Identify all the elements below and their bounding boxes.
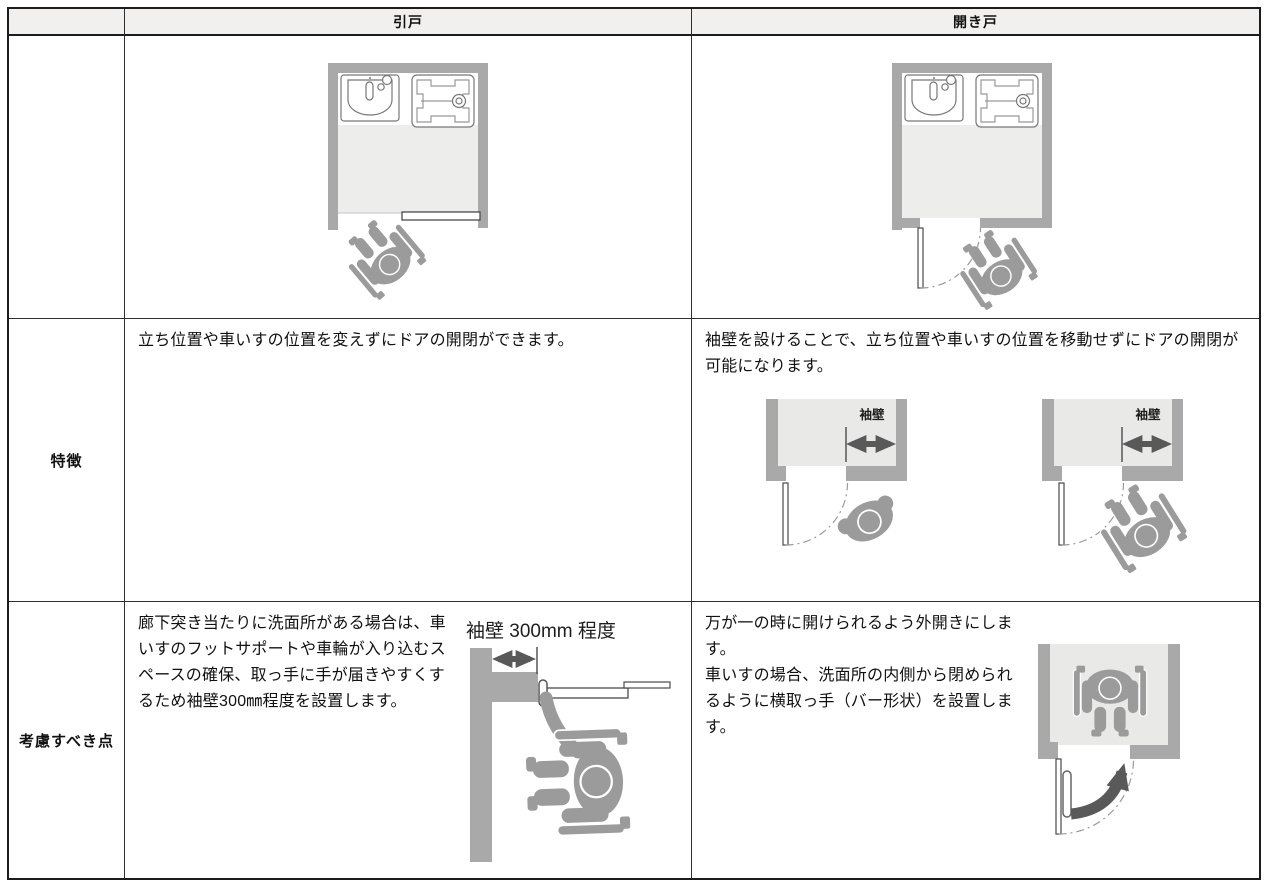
corridor-wall bbox=[470, 648, 492, 862]
header-hikido: 引戸 bbox=[125, 9, 692, 36]
door-swing-arc bbox=[1061, 482, 1125, 546]
wall-left bbox=[892, 63, 902, 230]
sodekabe-wall bbox=[1130, 745, 1180, 759]
washing-machine-pan-icon bbox=[411, 74, 475, 128]
washbasin-icon bbox=[340, 74, 400, 122]
wall-top bbox=[892, 63, 1052, 73]
wheelchair-user-icon bbox=[334, 207, 430, 303]
wall-bottom-right bbox=[980, 218, 1052, 228]
washroom-floor bbox=[902, 125, 1042, 218]
door-jamb bbox=[1038, 742, 1058, 759]
considerations-hikido-text: 廊下突き当たりに洗面所がある場合は、車いすのフットサポートや車輪が入り込むスペー… bbox=[138, 615, 446, 710]
sodekabe-stub-wall bbox=[492, 672, 538, 702]
wall-bottom-stub bbox=[892, 218, 920, 228]
washing-machine-pan-icon bbox=[975, 74, 1039, 128]
wheelchair-user-icon bbox=[523, 726, 632, 838]
door-closing-arrow bbox=[1070, 763, 1129, 820]
wall-right bbox=[1168, 644, 1180, 745]
sodekabe-wall bbox=[846, 466, 907, 481]
door-jamb bbox=[1042, 466, 1062, 481]
wall-left bbox=[766, 399, 778, 466]
plan-row-label-cell bbox=[9, 36, 125, 319]
wall-left bbox=[328, 63, 338, 230]
sodekabe-standing-diagram: 袖壁 bbox=[766, 399, 907, 554]
wall-right bbox=[896, 399, 907, 466]
features-hikido-text: 立ち位置や車いすの位置を変えずにドアの開閉ができます。 bbox=[138, 332, 574, 349]
sliding-door-panel bbox=[539, 687, 629, 699]
sodekabe-label: 袖壁 bbox=[859, 407, 885, 422]
features-hirakido-text: 袖壁を設けることで、立ち位置や車いすの位置を移動せずにドアの開閉が可能になります… bbox=[705, 332, 1239, 375]
wall-right bbox=[478, 63, 488, 228]
considerations-hirakido-line1: 万が一の時に開けられるよう外開きにします。 bbox=[705, 615, 1013, 658]
wall-left bbox=[1042, 399, 1054, 466]
wheelchair-user-icon bbox=[947, 219, 1042, 313]
considerations-hikido-cell: 廊下突き当たりに洗面所がある場合は、車いすのフットサポートや車輪が入り込むスペー… bbox=[125, 602, 692, 878]
wall-top bbox=[328, 63, 488, 73]
sodekabe-label: 袖壁 bbox=[1135, 407, 1161, 422]
room-floor bbox=[1054, 399, 1172, 466]
hikido-plan-cell bbox=[125, 36, 692, 319]
hinged-door-panel bbox=[1058, 482, 1065, 546]
sodekabe-wall bbox=[1122, 466, 1183, 481]
header-hirakido: 開き戸 bbox=[692, 9, 1259, 36]
hinged-door-panel bbox=[917, 227, 924, 289]
wall-right bbox=[1042, 63, 1052, 228]
wall-right bbox=[1172, 399, 1183, 466]
considerations-hirakido-cell: 万が一の時に開けられるよう外開きにします。 車いすの場合、洗面所の内側から閉めら… bbox=[692, 602, 1259, 878]
standing-person-icon bbox=[832, 488, 906, 554]
outward-door-bar-handle-diagram bbox=[1038, 644, 1180, 835]
door-comparison-table: 引戸 開き戸 bbox=[7, 7, 1261, 880]
hirakido-floorplan-diagram bbox=[892, 63, 1052, 313]
wall-left bbox=[1038, 644, 1050, 745]
hinged-door-panel bbox=[1055, 758, 1062, 835]
considerations-row-label: 考慮すべき点 bbox=[19, 732, 114, 750]
features-hikido-cell: 立ち位置や車いすの位置を変えずにドアの開閉ができます。 bbox=[125, 319, 692, 602]
room-floor bbox=[778, 399, 896, 466]
sliding-door-panel bbox=[401, 211, 481, 221]
features-row-label: 特徴 bbox=[50, 452, 83, 470]
door-rail bbox=[623, 681, 671, 689]
hikido-floorplan-diagram bbox=[328, 63, 488, 303]
features-hirakido-cell: 袖壁を設けることで、立ち位置や車いすの位置を移動せずにドアの開閉が可能になります… bbox=[692, 319, 1259, 602]
header-hirakido-label: 開き戸 bbox=[953, 13, 998, 30]
sodekabe-300mm-diagram: 袖壁 300mm 程度 bbox=[466, 620, 671, 862]
header-empty-cell bbox=[9, 9, 125, 36]
washbasin-icon bbox=[904, 74, 964, 122]
features-row-label-cell: 特徴 bbox=[9, 319, 125, 602]
header-hikido-label: 引戸 bbox=[393, 13, 423, 30]
hirakido-plan-cell bbox=[692, 36, 1259, 319]
door-swing-arc bbox=[1058, 758, 1135, 835]
bar-handle bbox=[1062, 770, 1072, 818]
washroom-floor bbox=[338, 125, 478, 213]
wheelchair-user-icon bbox=[1087, 472, 1187, 577]
sodekabe-300mm-label: 袖壁 300mm 程度 bbox=[466, 620, 616, 642]
door-jamb bbox=[766, 466, 786, 481]
considerations-hirakido-line2: 車いすの場合、洗面所の内側から閉められるように横取っ手（バー形状）を設置します。 bbox=[705, 666, 1013, 736]
door-swing-arc bbox=[920, 227, 982, 289]
door-swing-arc bbox=[785, 482, 849, 546]
sodekabe-wheelchair-diagram: 袖壁 bbox=[1042, 399, 1187, 577]
hinged-door-panel bbox=[782, 482, 789, 546]
considerations-row-label-cell: 考慮すべき点 bbox=[9, 602, 125, 878]
